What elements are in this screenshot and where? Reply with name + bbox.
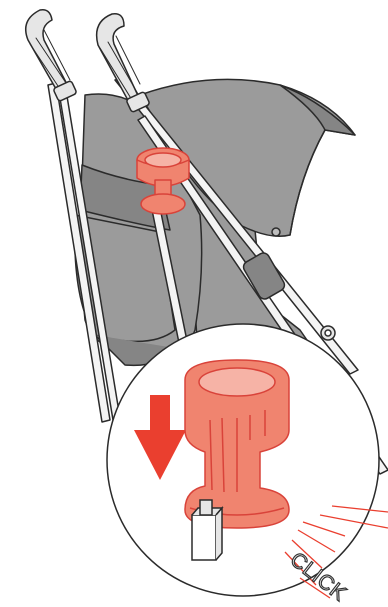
cup-holder-small: [137, 148, 189, 214]
mounting-clip: [192, 500, 222, 560]
